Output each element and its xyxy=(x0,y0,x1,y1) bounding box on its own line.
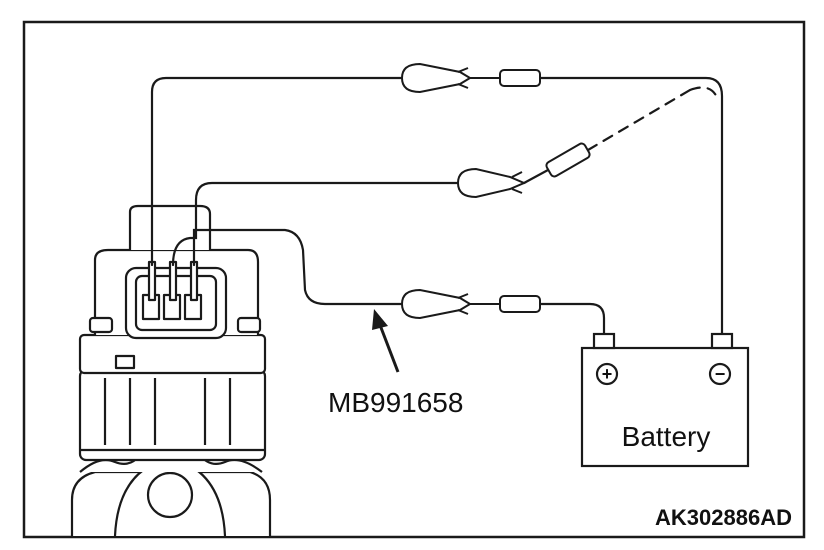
negative-marker xyxy=(708,362,732,386)
negative-symbol: − xyxy=(715,364,726,384)
positive-symbol: + xyxy=(602,364,613,384)
tool-label: MB991658 xyxy=(328,387,463,418)
alligator-clip-top xyxy=(400,62,541,94)
pointer-arrow xyxy=(372,309,400,373)
figure-code: AK302886AD xyxy=(655,505,792,530)
connector xyxy=(124,260,228,340)
battery-label: Battery xyxy=(622,421,711,452)
battery-positive-terminal xyxy=(592,332,616,350)
positive-marker xyxy=(595,362,619,386)
figure-frame xyxy=(22,20,806,539)
actuator-body xyxy=(70,204,272,537)
alligator-clip-middle xyxy=(456,142,591,199)
alligator-clip-bottom xyxy=(400,288,541,320)
battery xyxy=(580,332,750,468)
test-wires xyxy=(150,76,724,336)
battery-negative-terminal xyxy=(710,332,734,350)
